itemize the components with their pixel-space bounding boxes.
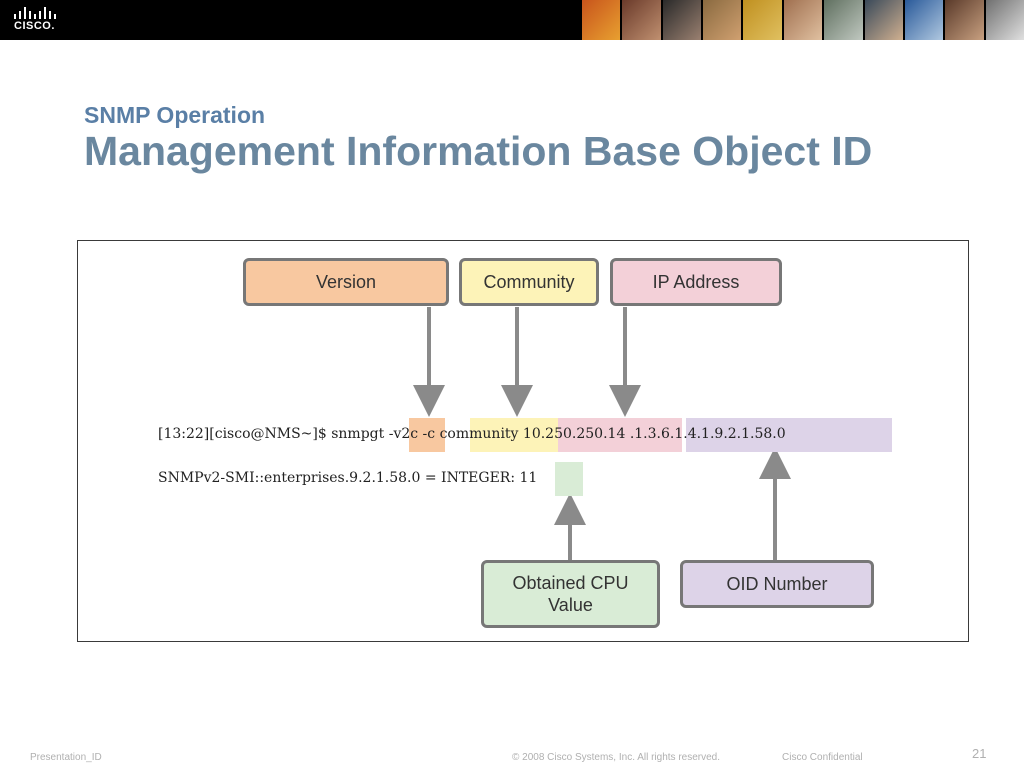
cpu-value-label-box: Obtained CPU Value [481, 560, 660, 628]
footer-confidential: Cisco Confidential [782, 752, 863, 763]
command-ip-arg: 10.250.250.14 [522, 426, 626, 442]
header-photo [743, 0, 782, 40]
oid-highlight [686, 418, 892, 452]
ip-address-label-box: IP Address [610, 258, 782, 306]
ip-address-label: IP Address [652, 272, 740, 292]
version-label-box: Version [243, 258, 449, 306]
header-photo [904, 0, 944, 40]
header-photo [783, 0, 823, 40]
footer-copyright: © 2008 Cisco Systems, Inc. All rights re… [512, 752, 721, 763]
snmp-command: [13:22][cisco@NMS~]$ snmpgt -v2c -c comm… [158, 426, 786, 442]
header-photo [582, 0, 621, 40]
header-photo [824, 0, 863, 40]
community-label: Community [483, 272, 575, 292]
header-photo [945, 0, 984, 40]
header-photo [703, 0, 742, 40]
oid-number-label: OID Number [726, 574, 828, 594]
community-highlight [470, 418, 558, 452]
header-photo [985, 0, 1024, 40]
result-value: 11 [519, 470, 538, 486]
cpu-value-highlight [555, 462, 583, 496]
version-highlight [409, 418, 445, 452]
slide-subtitle: SNMP Operation [84, 102, 266, 128]
cisco-bars-icon [14, 7, 56, 19]
command-version-arg: v2c [393, 426, 419, 442]
cpu-value-label: Obtained CPU Value [512, 573, 629, 615]
community-label-box: Community [459, 258, 599, 306]
footer-page-number: 21 [972, 746, 987, 761]
ip-address-highlight [558, 418, 682, 452]
footer-presentation-id: Presentation_ID [30, 752, 102, 763]
cisco-logo: CISCO. [10, 6, 70, 34]
version-label: Version [315, 272, 377, 292]
snmp-result: SNMPv2-SMI::enterprises.9.2.1.58.0 = INT… [158, 470, 537, 486]
slide-title: Management Information Base Object ID [84, 128, 873, 174]
header-photo [662, 0, 702, 40]
header-photo-strip [580, 0, 1024, 40]
result-prefix: SNMPv2-SMI::enterprises.9.2.1.58.0 = INT… [158, 470, 520, 486]
header-bar: CISCO. [0, 0, 1024, 40]
command-oid-arg: .1.3.6.1.4.1.9.2.1.58.0 [629, 426, 786, 442]
command-community-flag: -c [418, 426, 440, 442]
diagram-panel: Version Community IP Address [13:22][cis… [77, 240, 969, 642]
cisco-wordmark: CISCO. [14, 20, 55, 32]
command-prompt: [13:22][cisco@NMS~]$ snmpgt - [158, 426, 394, 442]
oid-number-label-box: OID Number [680, 560, 874, 608]
command-community-arg: community [439, 426, 519, 442]
header-photo [864, 0, 903, 40]
header-photo [622, 0, 661, 40]
